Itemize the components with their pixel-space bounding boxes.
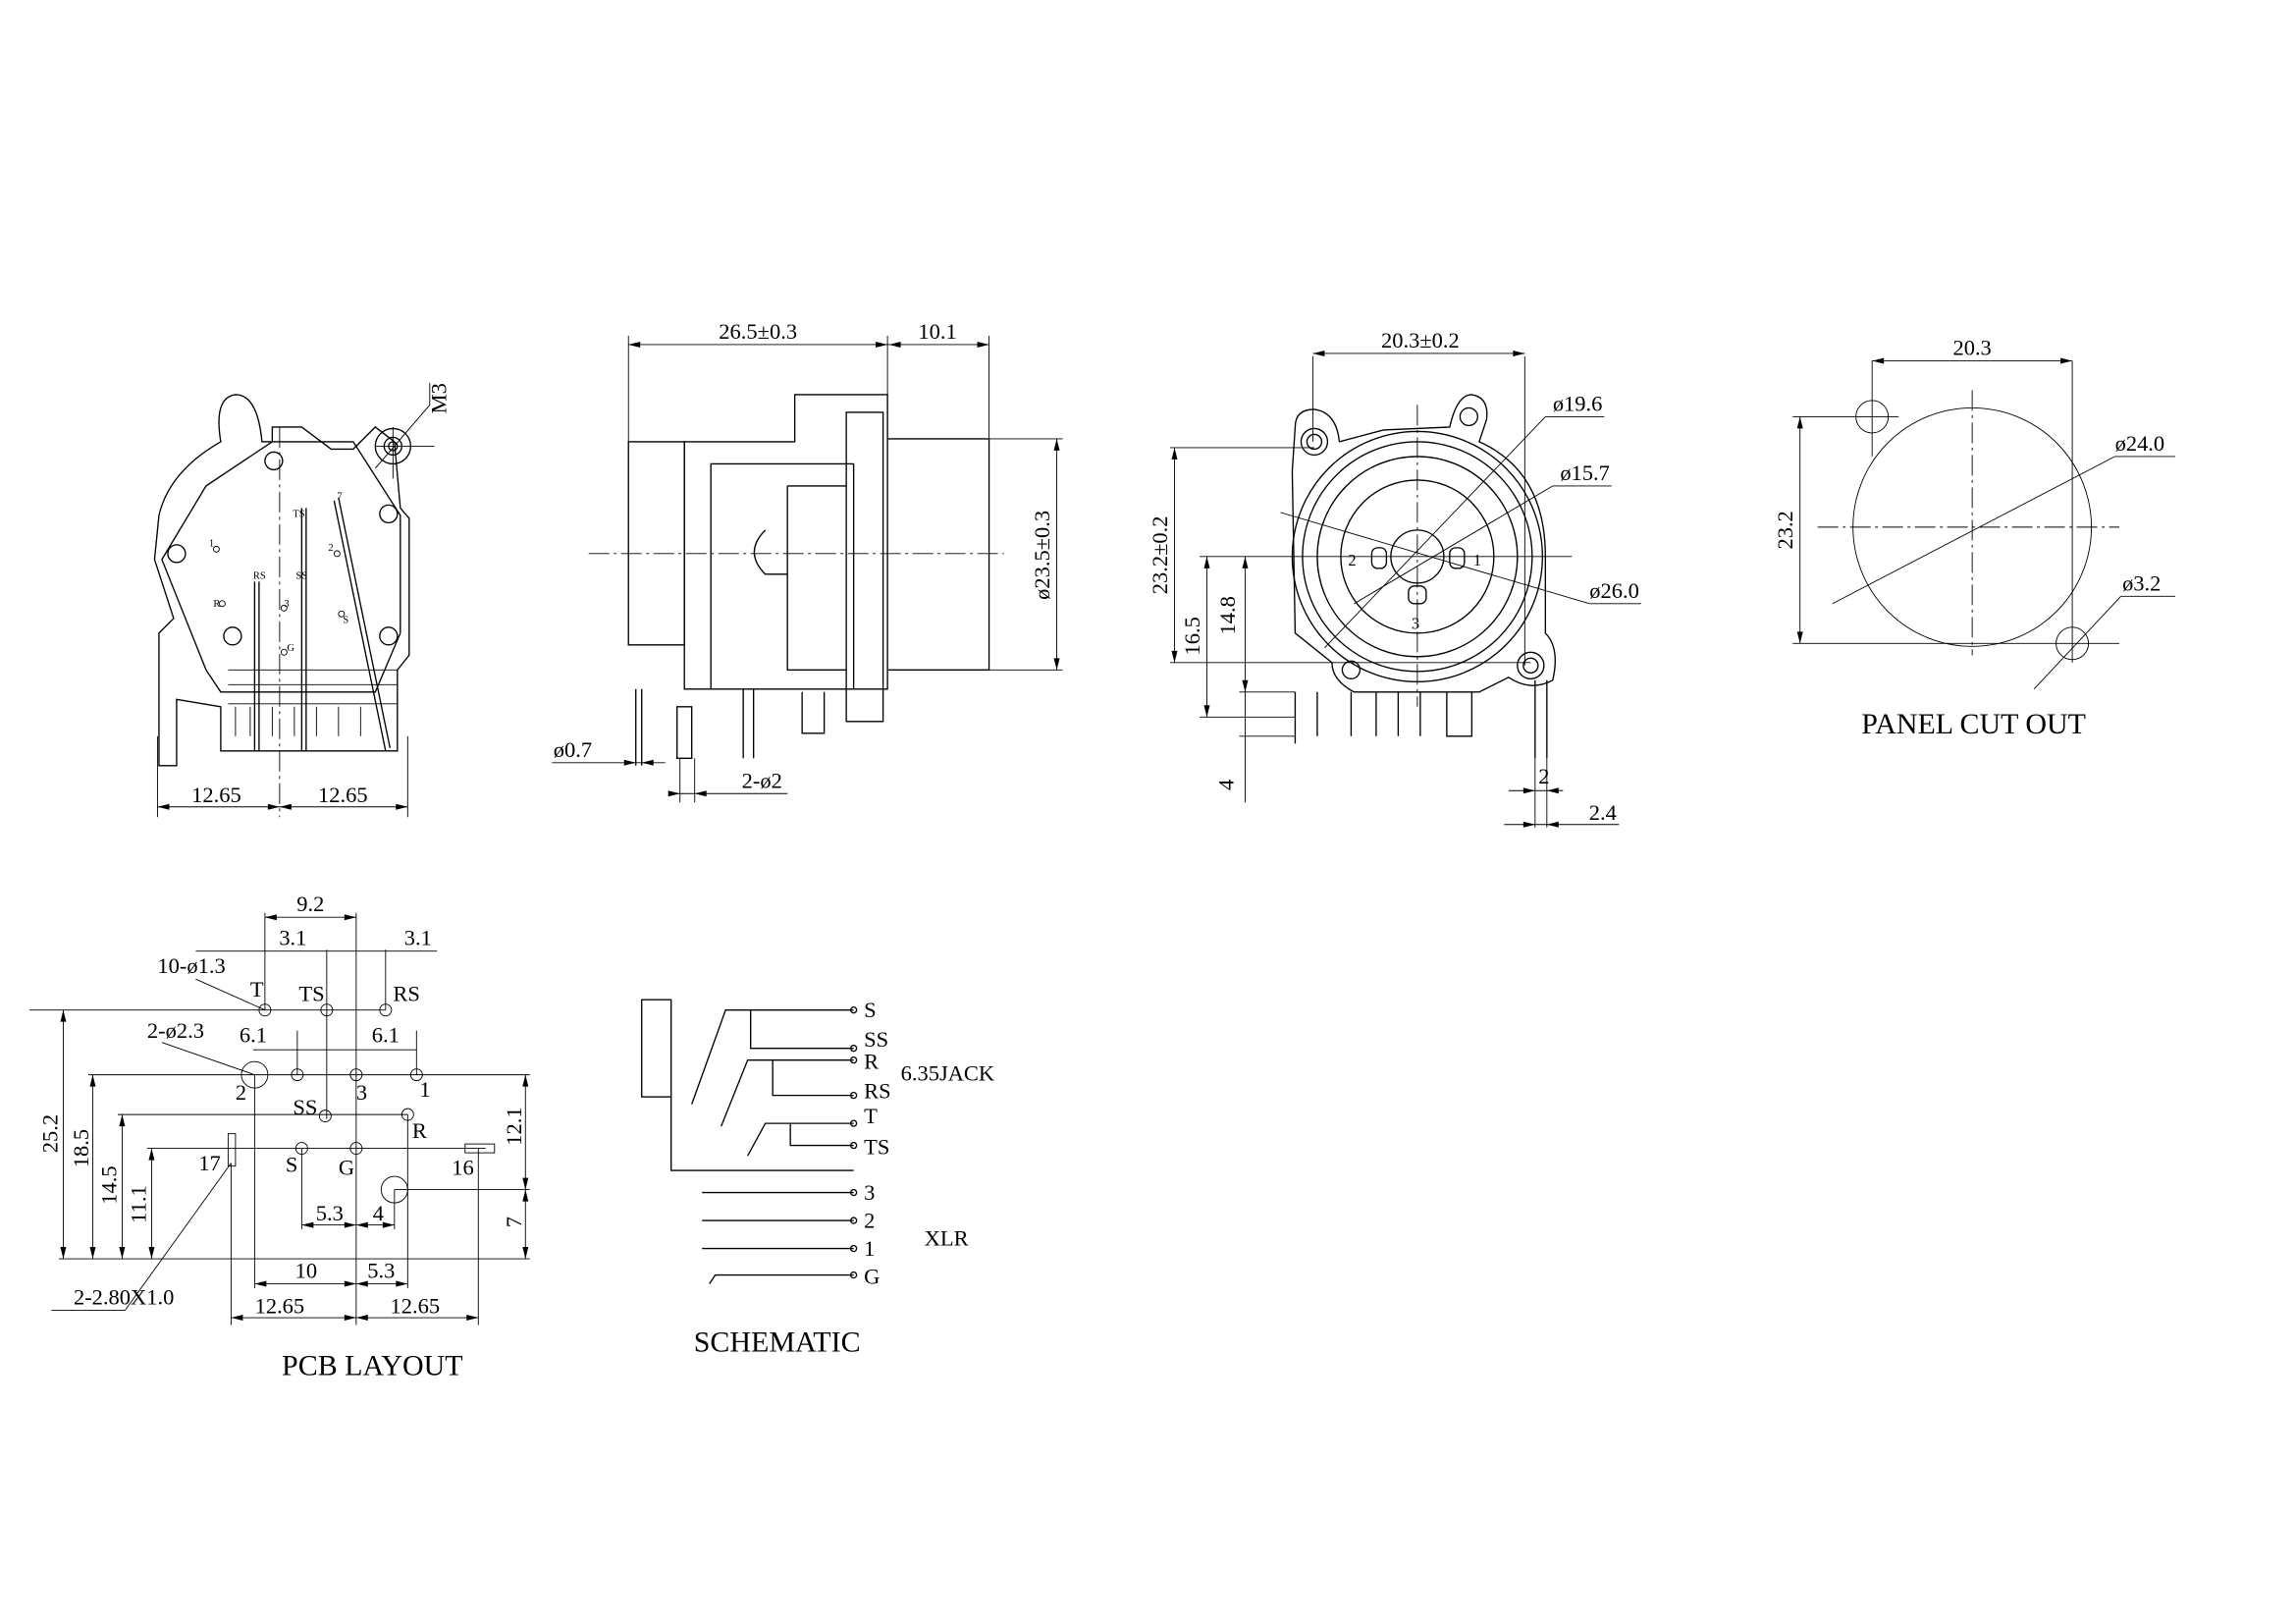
front-pin-offset: 2.4	[1589, 800, 1617, 825]
pin-rs: RS	[393, 982, 420, 1006]
pin-ss: SS	[293, 1095, 317, 1119]
pin-label: 1	[209, 538, 214, 549]
pin-t: T	[250, 977, 264, 1001]
pin-r: R	[412, 1118, 427, 1143]
front-dia-outer: ø26.0	[1589, 578, 1639, 603]
pin-label: RS	[253, 570, 266, 581]
pin-label: 2	[328, 543, 333, 554]
pcb-w-right: 12.65	[391, 1294, 441, 1319]
schematic-title: SCHEMATIC	[694, 1326, 861, 1359]
jack-terminal-r: R	[864, 1050, 879, 1074]
pin-1: 1	[419, 1077, 430, 1102]
panel-cutout: 20.3 23.2 ø24.0 ø3.2 PANEL CUT OUT	[1773, 335, 2176, 740]
profile-front-diameter: ø23.5±0.3	[1030, 511, 1054, 600]
pcb-d4: 4	[373, 1201, 384, 1225]
panel-main-diameter: ø24.0	[2115, 431, 2165, 456]
profile-length: 26.5±0.3	[719, 319, 797, 344]
pin-16: 16	[452, 1156, 473, 1180]
pin-label: 3	[284, 599, 289, 610]
pcb-d7: 7	[502, 1217, 526, 1227]
panel-hole-spacing: 20.3	[1952, 335, 1991, 359]
jack-terminal-ts: TS	[864, 1135, 889, 1160]
thread-label: M3	[426, 383, 451, 413]
pin-3: 3	[356, 1080, 367, 1105]
front-dia-jack: ø15.7	[1560, 460, 1610, 485]
pcb-d3-1a: 3.1	[279, 926, 306, 950]
pcb-w-left: 12.65	[255, 1294, 305, 1319]
pcb-holes-small: 10-ø1.3	[157, 953, 225, 978]
xlr-terminal-2: 2	[864, 1209, 875, 1233]
pin-label: G	[287, 643, 294, 654]
profile-view: 26.5±0.3 10.1 ø23.5±0.3 ø0.7 2-ø2	[552, 319, 1063, 803]
pin-label: R	[213, 599, 220, 610]
side-width-right: 12.65	[318, 783, 368, 807]
jack-terminal-ss: SS	[864, 1027, 888, 1052]
pin-17: 17	[198, 1151, 220, 1175]
pin-g: G	[339, 1156, 354, 1180]
schematic: S SS R RS T TS 3 2 1 G 6.35JACK XLR SCHE…	[641, 998, 995, 1359]
profile-peg-diameter: 2-ø2	[742, 768, 782, 792]
jack-terminal-rs: RS	[864, 1079, 891, 1104]
front-width: 20.3±0.2	[1381, 328, 1460, 352]
front-h-center: 16.5	[1180, 617, 1204, 655]
side-width-left: 12.65	[191, 783, 241, 807]
xlr-label: XLR	[925, 1226, 969, 1251]
pcb-d14-5: 14.5	[96, 1165, 121, 1204]
contact-label: 2	[1348, 551, 1356, 569]
pcb-slots: 2-2.80X1.0	[74, 1285, 174, 1310]
side-view: M3 1 TS 2 7 RS SS R S G 3 12.65 12.65	[153, 382, 451, 818]
profile-front-depth: 10.1	[918, 319, 956, 344]
pcb-d25-2: 25.2	[37, 1114, 62, 1153]
pcb-d5-3b: 5.3	[367, 1259, 395, 1283]
jack-terminal-t: T	[864, 1104, 878, 1128]
profile-pin-diameter: ø0.7	[554, 737, 592, 762]
panel-hole-vertical: 23.2	[1773, 511, 1797, 549]
pcb-d3-1b: 3.1	[404, 926, 432, 950]
pcb-d18-5: 18.5	[69, 1129, 93, 1167]
pcb-d6-1b: 6.1	[372, 1023, 400, 1048]
pcb-d10: 10	[295, 1259, 317, 1283]
pcb-d6-1a: 6.1	[240, 1023, 267, 1048]
pin-2: 2	[236, 1080, 246, 1105]
pcb-layout-title: PCB LAYOUT	[282, 1350, 463, 1382]
pin-s: S	[286, 1153, 298, 1177]
panel-cutout-title: PANEL CUT OUT	[1861, 708, 2086, 740]
pcb-d9-2: 9.2	[296, 892, 324, 916]
xlr-terminal-3: 3	[864, 1180, 875, 1205]
contact-label: 3	[1412, 614, 1419, 632]
pcb-d11-1: 11.1	[126, 1185, 150, 1223]
pin-label: TS	[293, 509, 304, 519]
front-pin-length: 4	[1213, 780, 1238, 790]
pcb-d12-1: 12.1	[502, 1107, 526, 1145]
pin-ts: TS	[298, 982, 324, 1006]
pcb-d5-3a: 5.3	[316, 1201, 344, 1225]
pcb-holes-big: 2-ø2.3	[147, 1018, 204, 1043]
panel-screw-diameter: ø3.2	[2122, 570, 2161, 595]
front-h-center2: 14.8	[1215, 596, 1240, 634]
pin-label: 7	[337, 491, 342, 502]
xlr-terminal-1: 1	[864, 1236, 875, 1261]
pcb-layout: 9.2 3.1 3.1 10-ø1.3 2-ø2.3 6.1 6.1 T TS …	[28, 892, 530, 1382]
jack-terminal-s: S	[864, 998, 877, 1022]
contact-label: 1	[1473, 551, 1481, 569]
pin-label: S	[343, 615, 348, 625]
front-view: 20.3±0.2 ø19.6 ø15.7 ø26.0 2 1 3 23.2±0.…	[1148, 328, 1641, 828]
front-pin-width: 2	[1538, 764, 1549, 788]
xlr-terminal-g: G	[864, 1265, 880, 1289]
front-dia-inner: ø19.6	[1553, 391, 1603, 415]
front-height: 23.2±0.2	[1148, 515, 1172, 594]
jack-label: 6.35JACK	[901, 1061, 995, 1086]
